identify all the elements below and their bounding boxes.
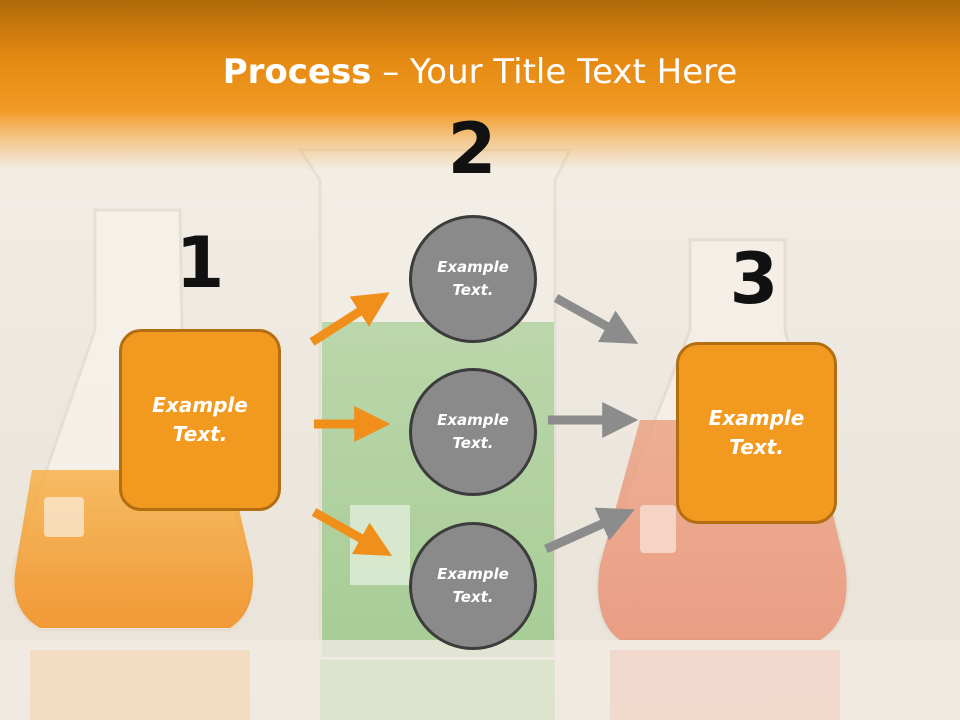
slide-title: Process – Your Title Text Here xyxy=(0,52,960,92)
right-box-text: Example Text. xyxy=(708,406,805,459)
step-number-2: 2 xyxy=(447,108,497,190)
circle-bottom-text: Example Text. xyxy=(437,565,509,606)
step-number-1: 1 xyxy=(175,222,225,304)
right-process-box: Example Text. xyxy=(676,342,837,524)
left-process-box: Example Text. xyxy=(119,329,281,511)
circle-top: Example Text. xyxy=(409,215,537,343)
circle-bottom: Example Text. xyxy=(409,522,537,650)
title-bold: Process xyxy=(222,52,372,92)
title-rest: – Your Title Text Here xyxy=(371,52,738,92)
circle-middle-text: Example Text. xyxy=(437,411,509,452)
header-band xyxy=(0,0,960,170)
circle-middle: Example Text. xyxy=(409,368,537,496)
left-box-text: Example Text. xyxy=(152,393,248,446)
step-number-3: 3 xyxy=(729,238,779,320)
circle-top-text: Example Text. xyxy=(437,258,509,299)
